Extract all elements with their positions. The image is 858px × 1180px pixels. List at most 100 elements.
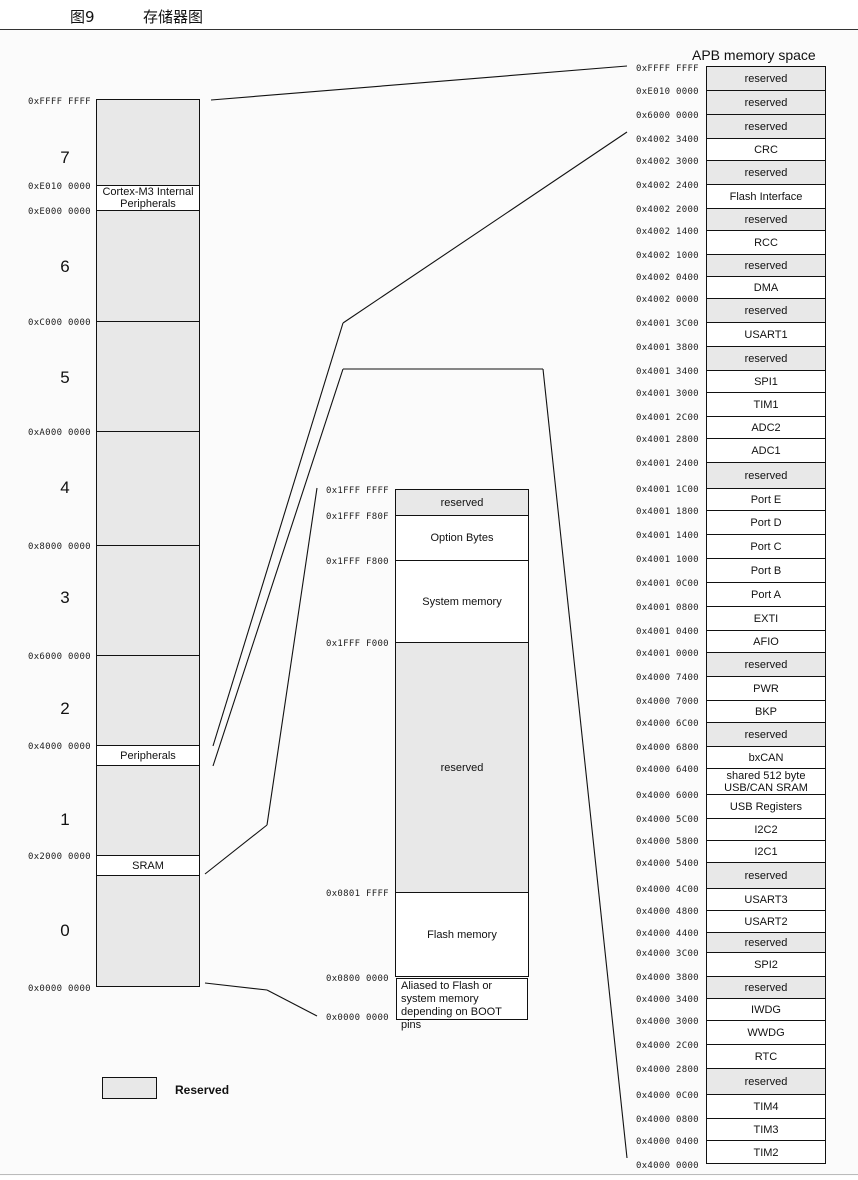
region-number: 4 — [60, 478, 70, 497]
memory-region: I2C2 — [706, 818, 826, 840]
address-label: 0x4000 3400 — [636, 995, 699, 1005]
memory-region: TIM3 — [706, 1118, 826, 1140]
address-label: 0x4002 0000 — [636, 295, 699, 305]
memory-region: Port A — [706, 582, 826, 606]
figure-header: 图9 存储器图 — [0, 0, 858, 30]
reserved-region — [96, 655, 200, 745]
reserved-region — [96, 875, 200, 987]
memory-region: TIM2 — [706, 1140, 826, 1164]
address-label: 0x6000 0000 — [28, 652, 91, 662]
figure-number: 图9 — [70, 8, 95, 26]
address-label: 0x4000 3800 — [636, 973, 699, 983]
address-label: 0x1FFF F80F — [326, 512, 389, 522]
memory-region: I2C1 — [706, 840, 826, 862]
address-label: 0x4000 0400 — [636, 1137, 699, 1147]
address-label: 0x4000 0800 — [636, 1115, 699, 1125]
reserved-region: reserved — [706, 90, 826, 114]
memory-region: Peripherals — [96, 745, 200, 765]
reserved-region — [96, 99, 200, 185]
memory-region: SRAM — [96, 855, 200, 875]
address-label: 0x4001 3C00 — [636, 319, 699, 329]
address-label: 0x4000 3000 — [636, 1017, 699, 1027]
reserved-region: reserved — [706, 862, 826, 888]
memory-region: USART3 — [706, 888, 826, 910]
reserved-region — [96, 545, 200, 655]
memory-region: SPI2 — [706, 952, 826, 976]
address-label: 0x4001 1C00 — [636, 485, 699, 495]
address-label: 0xE010 0000 — [28, 182, 91, 192]
reserved-region: reserved — [706, 298, 826, 322]
address-label: 0x4000 6000 — [636, 791, 699, 801]
address-label: 0x6000 0000 — [636, 111, 699, 121]
address-label: 0x4000 4C00 — [636, 885, 699, 895]
address-label: 0x4001 2800 — [636, 435, 699, 445]
reserved-region — [96, 210, 200, 321]
memory-region: PWR — [706, 676, 826, 700]
address-label: 0x4000 4400 — [636, 929, 699, 939]
memory-region: shared 512 byte USB/CAN SRAM — [706, 768, 826, 794]
memory-region: Port C — [706, 534, 826, 558]
reserved-region — [96, 321, 200, 431]
memory-region: DMA — [706, 276, 826, 298]
memory-region: IWDG — [706, 998, 826, 1020]
region-number: 0 — [60, 921, 70, 940]
memory-region: TIM1 — [706, 392, 826, 416]
address-label: 0x1FFF F000 — [326, 639, 389, 649]
address-label: 0x4001 1400 — [636, 531, 699, 541]
address-label: 0xE010 0000 — [636, 87, 699, 97]
address-label: 0x4001 3000 — [636, 389, 699, 399]
address-label: 0x4000 2C00 — [636, 1041, 699, 1051]
reserved-region: reserved — [706, 346, 826, 370]
memory-region: CRC — [706, 138, 826, 160]
reserved-region: reserved — [395, 642, 529, 892]
memory-region: BKP — [706, 700, 826, 722]
address-label: 0x4002 3000 — [636, 157, 699, 167]
memory-region: Option Bytes — [395, 515, 529, 560]
reserved-region: reserved — [395, 489, 529, 515]
region-number: 1 — [60, 810, 70, 829]
memory-region: TIM4 — [706, 1094, 826, 1118]
region-number: 2 — [60, 699, 70, 718]
address-label: 0x4000 6400 — [636, 765, 699, 775]
address-label: 0xA000 0000 — [28, 428, 91, 438]
address-label: 0x4001 0800 — [636, 603, 699, 613]
address-label: 0x4000 0000 — [636, 1161, 699, 1171]
memory-region: WWDG — [706, 1020, 826, 1044]
address-label: 0x4001 2C00 — [636, 413, 699, 423]
reserved-region: reserved — [706, 208, 826, 230]
address-label: 0x0801 FFFF — [326, 889, 389, 899]
address-label: 0xFFFF FFFF — [636, 64, 699, 74]
address-label: 0x1FFF F800 — [326, 557, 389, 567]
address-label: 0xC000 0000 — [28, 318, 91, 328]
region-number: 7 — [60, 148, 70, 167]
address-label: 0x4001 3800 — [636, 343, 699, 353]
address-label: 0x4000 3C00 — [636, 949, 699, 959]
reserved-region: reserved — [706, 652, 826, 676]
aliased-region: Aliased to Flash or system memory depend… — [396, 978, 528, 1031]
reserved-region — [96, 431, 200, 545]
reserved-region: reserved — [706, 1068, 826, 1094]
memory-region: USART1 — [706, 322, 826, 346]
address-label: 0x4000 6C00 — [636, 719, 699, 729]
region-number: 6 — [60, 257, 70, 276]
reserved-region: reserved — [706, 254, 826, 276]
address-label: 0x4001 2400 — [636, 459, 699, 469]
address-label: 0x4001 1800 — [636, 507, 699, 517]
reserved-region: reserved — [706, 976, 826, 998]
memory-region: RTC — [706, 1044, 826, 1068]
address-label: 0x4000 2800 — [636, 1065, 699, 1075]
memory-region: bxCAN — [706, 746, 826, 768]
address-label: 0xE000 0000 — [28, 207, 91, 217]
address-label: 0x4000 7000 — [636, 697, 699, 707]
memory-region: EXTI — [706, 606, 826, 630]
address-label: 0x2000 0000 — [28, 852, 91, 862]
address-label: 0x4000 5400 — [636, 859, 699, 869]
reserved-region: reserved — [706, 932, 826, 952]
legend-label: Reserved — [175, 1083, 230, 1097]
memory-region: Port D — [706, 510, 826, 534]
memory-region: ADC1 — [706, 438, 826, 462]
memory-region: USART2 — [706, 910, 826, 932]
reserved-region: reserved — [706, 160, 826, 184]
address-label: 0x1FFF FFFF — [326, 486, 389, 496]
region-number: 5 — [60, 368, 70, 387]
